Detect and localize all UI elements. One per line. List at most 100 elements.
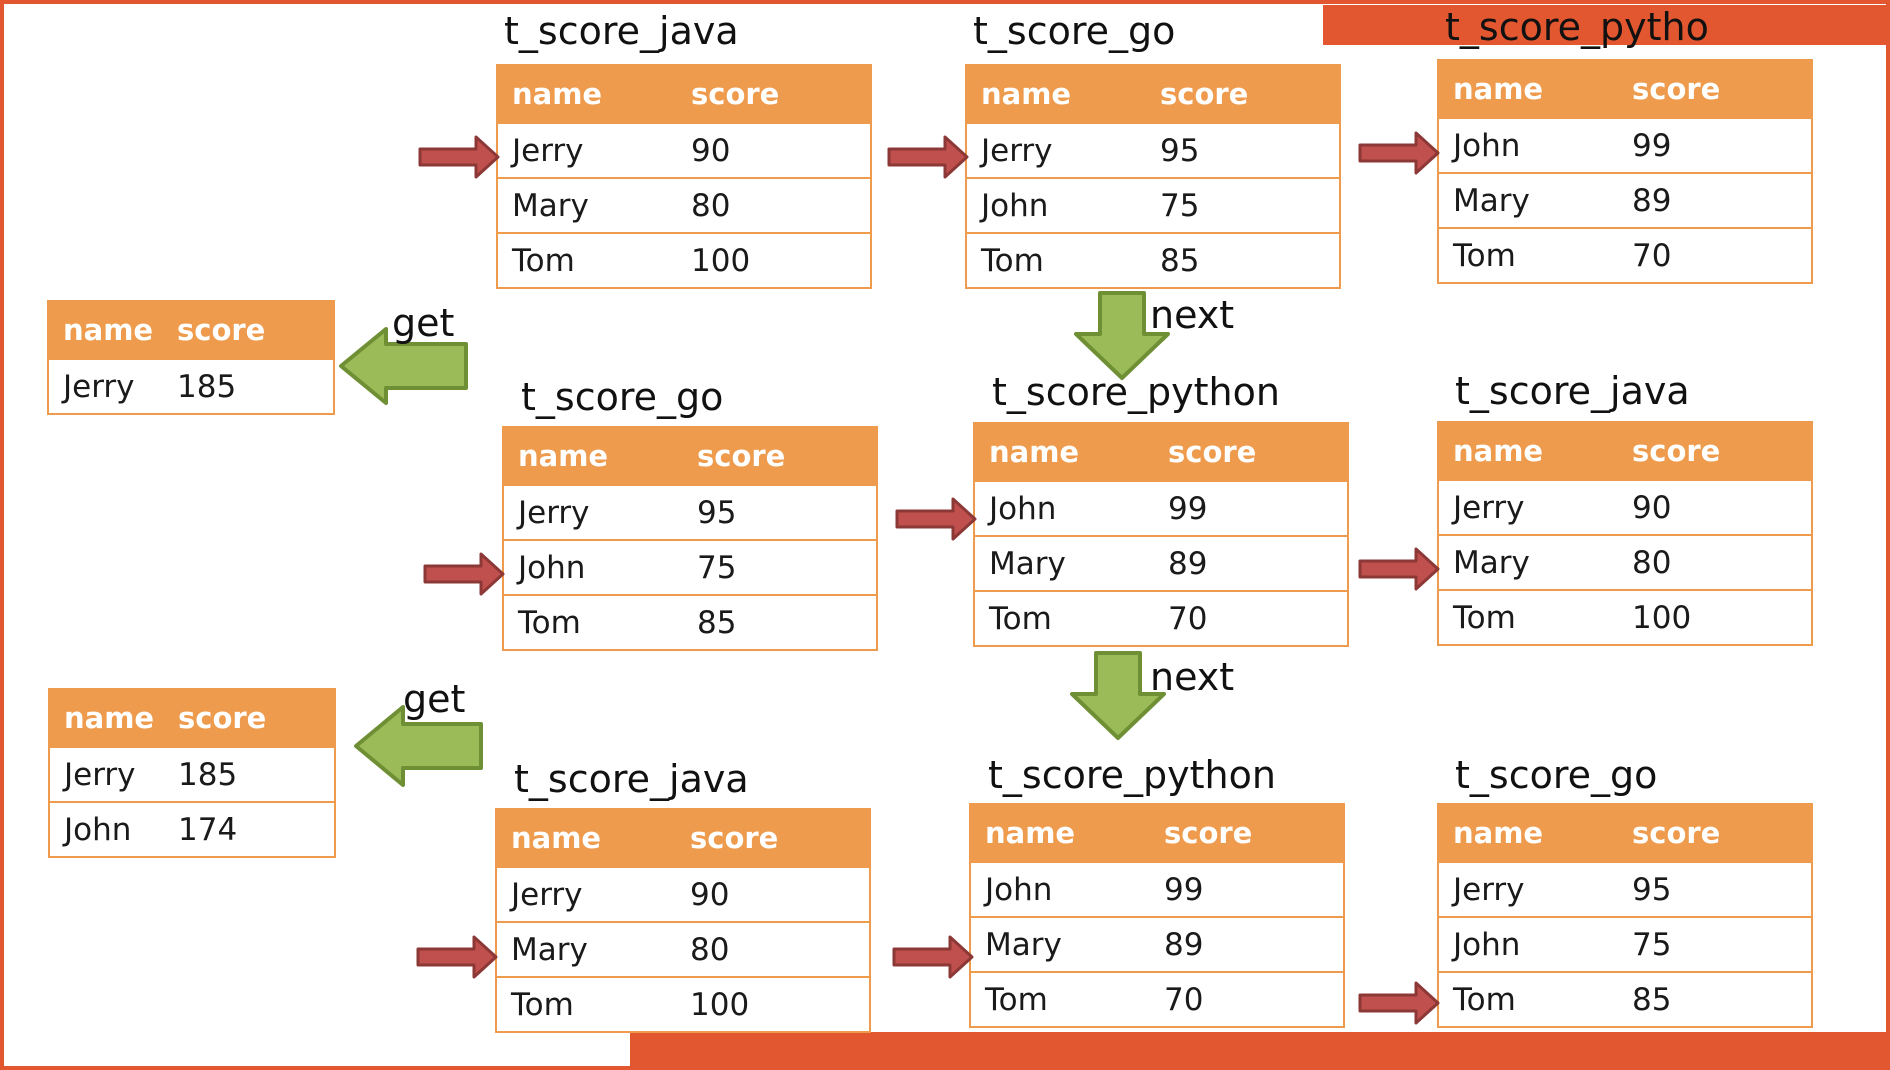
round2-java-title: t_score_java: [1455, 369, 1690, 413]
header-name: name: [985, 816, 1076, 850]
round2-python-pointer-arrow: [895, 497, 977, 541]
table-row: Mary 89: [971, 916, 1343, 971]
cell-score: 70: [1632, 237, 1672, 274]
cell-name: John: [518, 549, 586, 586]
get-label-2: get: [403, 677, 466, 721]
cell-score: 89: [1164, 926, 1204, 963]
round3-go-pointer-arrow: [1358, 981, 1440, 1025]
cell-name: Tom: [511, 986, 574, 1023]
header-score: score: [691, 77, 780, 111]
cell-name: Jerry: [512, 132, 584, 169]
round3-java-title: t_score_java: [514, 757, 749, 801]
cell-score: 95: [1160, 132, 1200, 169]
cell-score: 89: [1632, 182, 1672, 219]
round3-python-title: t_score_python: [988, 753, 1276, 797]
cell-score: 80: [1632, 544, 1672, 581]
cell-name: Jerry: [64, 756, 136, 793]
cell-score: 95: [697, 494, 737, 531]
cell-name: Tom: [512, 242, 575, 279]
cell-score: 85: [697, 604, 737, 641]
cell-score: 100: [691, 242, 751, 279]
table-header-row: name score: [1439, 61, 1811, 117]
cell-score: 75: [1632, 926, 1672, 963]
cell-score: 90: [1632, 489, 1672, 526]
cell-score: 99: [1632, 127, 1672, 164]
header-score: score: [697, 439, 786, 473]
cell-score: 89: [1168, 545, 1208, 582]
round3-go-title: t_score_go: [1455, 753, 1658, 797]
table-header-row: name score: [498, 66, 870, 122]
table-row: Tom 100: [1439, 589, 1811, 644]
next-label-2: next: [1150, 655, 1235, 699]
get-left-arrow-1: [339, 327, 468, 405]
cell-score: 70: [1168, 600, 1208, 637]
cell-name: Mary: [512, 187, 589, 224]
cell-name: Mary: [985, 926, 1062, 963]
cell-name: Jerry: [518, 494, 590, 531]
cell-name: Jerry: [511, 876, 583, 913]
next-label-1: next: [1150, 293, 1235, 337]
table-row: Mary 89: [975, 535, 1347, 590]
header-score: score: [1168, 435, 1257, 469]
title-bar-decoration: [1323, 5, 1890, 45]
cell-name: Mary: [1453, 182, 1530, 219]
cell-score: 80: [690, 931, 730, 968]
header-name: name: [1453, 816, 1544, 850]
round1-python-title: t_score_pytho: [1445, 5, 1709, 49]
cell-name: Jerry: [1453, 871, 1525, 908]
cell-name: Tom: [1453, 599, 1516, 636]
table-header-row: name score: [975, 424, 1347, 480]
header-score: score: [178, 701, 267, 735]
cell-score: 100: [1632, 599, 1692, 636]
table-row: Tom 70: [1439, 227, 1811, 282]
header-name: name: [989, 435, 1080, 469]
round3-python-pointer-arrow: [892, 935, 974, 979]
header-score: score: [1632, 72, 1721, 106]
header-name: name: [1453, 434, 1544, 468]
cell-name: Tom: [1453, 981, 1516, 1018]
round1-java-title: t_score_java: [504, 9, 739, 53]
cell-score: 85: [1632, 981, 1672, 1018]
cell-score: 99: [1164, 871, 1204, 908]
table-row: Tom 85: [504, 594, 876, 649]
get-left-arrow-2: [354, 705, 483, 787]
header-name: name: [63, 313, 154, 347]
cell-name: Tom: [518, 604, 581, 641]
header-score: score: [1632, 434, 1721, 468]
round1-go-pointer-arrow: [887, 135, 969, 179]
round2-go-pointer-arrow: [423, 552, 505, 596]
next-down-arrow-1: [1074, 291, 1170, 380]
header-score: score: [1632, 816, 1721, 850]
cell-name: Tom: [985, 981, 1048, 1018]
cell-score: 185: [177, 368, 237, 405]
cell-score: 70: [1164, 981, 1204, 1018]
round1-python-pointer-arrow: [1358, 131, 1440, 175]
cell-name: Mary: [989, 545, 1066, 582]
header-name: name: [1453, 72, 1544, 106]
cell-score: 85: [1160, 242, 1200, 279]
header-name: name: [512, 77, 603, 111]
next-down-arrow-2: [1070, 651, 1166, 740]
cell-name: Tom: [1453, 237, 1516, 274]
